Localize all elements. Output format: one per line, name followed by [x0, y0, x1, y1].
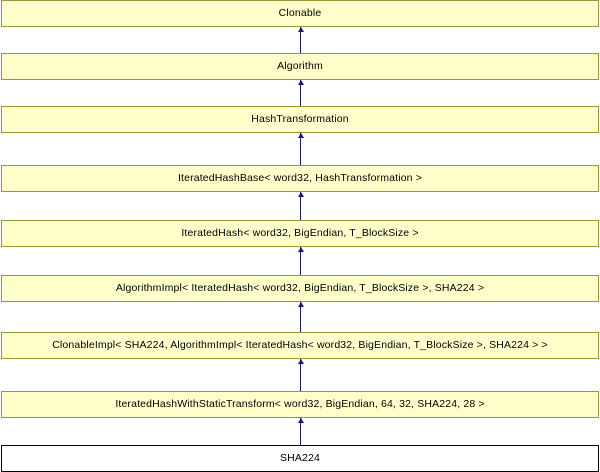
inheritance-edge: [300, 247, 301, 275]
inheritance-edge: [300, 192, 301, 220]
class-node-hashtransformation[interactable]: HashTransformation: [1, 106, 599, 133]
arrow-up-icon: [298, 133, 304, 138]
class-node-iteratedhash[interactable]: IteratedHash< word32, BigEndian, T_Block…: [1, 220, 599, 247]
arrow-up-icon: [298, 247, 304, 252]
inheritance-edge: [300, 359, 301, 391]
class-node-sha224[interactable]: SHA224: [1, 445, 599, 472]
inheritance-edge: [300, 302, 301, 332]
arrow-up-icon: [298, 27, 304, 32]
arrow-up-icon: [298, 80, 304, 85]
inheritance-edge: [300, 80, 301, 106]
arrow-up-icon: [298, 418, 304, 423]
class-node-clonableimpl[interactable]: ClonableImpl< SHA224, AlgorithmImpl< Ite…: [1, 332, 599, 359]
arrow-up-icon: [298, 302, 304, 307]
inheritance-edge: [300, 418, 301, 445]
arrow-up-icon: [298, 359, 304, 364]
class-node-algorithm[interactable]: Algorithm: [1, 53, 599, 80]
class-node-algorithmimpl[interactable]: AlgorithmImpl< IteratedHash< word32, Big…: [1, 275, 599, 302]
class-node-iteratedhashbase[interactable]: IteratedHashBase< word32, HashTransforma…: [1, 165, 599, 192]
arrow-up-icon: [298, 192, 304, 197]
inheritance-edge: [300, 133, 301, 165]
inheritance-edge: [300, 27, 301, 53]
class-node-iteratedhashwithstatictransform[interactable]: IteratedHashWithStaticTransform< word32,…: [1, 391, 599, 418]
class-node-clonable[interactable]: Clonable: [1, 0, 599, 27]
